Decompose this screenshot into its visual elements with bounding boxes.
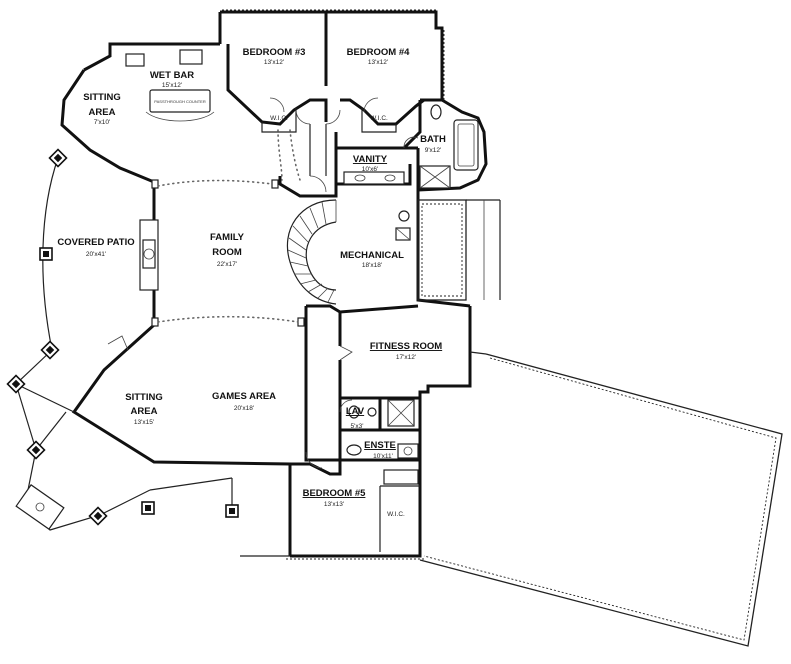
curved-stair	[286, 199, 337, 305]
wet-bar-dim: 15'x12'	[162, 82, 182, 89]
mechanical-dim: 18'x18'	[362, 262, 382, 269]
wet-bar-label: WET BAR	[150, 70, 194, 81]
sitting-area-top-label-2: AREA	[89, 107, 116, 118]
wic-3-label: W.I.C.	[270, 115, 288, 122]
sitting-area-bottom-label-2: AREA	[131, 406, 158, 417]
covered-patio-label: COVERED PATIO	[57, 237, 134, 248]
games-area-dim: 20'x18'	[234, 405, 254, 412]
sitting-area-top-label-1: SITTING	[83, 92, 120, 103]
bedroom-5-dim: 13'x13'	[324, 501, 344, 508]
room-labels: BEDROOM #3 13'x12' BEDROOM #4 13'x12' WE…	[57, 47, 446, 518]
games-area-label: GAMES AREA	[212, 391, 276, 402]
patio-posts	[6, 148, 239, 530]
bedroom-3-label: BEDROOM #3	[243, 47, 306, 58]
beam-lines	[157, 129, 301, 323]
enste-dim: 10'x11'	[373, 453, 393, 460]
bedroom-3-dim: 13'x12'	[264, 59, 284, 66]
bar-counter-label: PASSTHROUGH COUNTER	[154, 99, 206, 104]
sitting-area-bottom-label-1: SITTING	[125, 392, 162, 403]
fitness-room-label: FITNESS ROOM	[370, 341, 442, 352]
fixtures: PASSTHROUGH COUNTER	[125, 49, 479, 485]
vanity-dim: 10'x6'	[362, 166, 379, 173]
interior-walls	[151, 12, 425, 552]
lav-dim: 5'x3'	[351, 423, 364, 430]
family-room-label-1: FAMILY	[210, 232, 245, 243]
bedroom-5-label: BEDROOM #5	[303, 488, 367, 499]
family-room-dim: 22'x17'	[217, 261, 237, 268]
sitting-area-top-dim: 7'x10'	[94, 119, 111, 126]
enste-label: ENSTE	[364, 440, 396, 451]
wic-4-label: W.I.C.	[370, 115, 388, 122]
vanity-label: VANITY	[353, 154, 388, 165]
wic-5-label: W.I.C.	[387, 511, 405, 518]
mechanical-label: MECHANICAL	[340, 250, 404, 261]
bath-dim: 9'x12'	[425, 147, 442, 154]
bedroom-4-label: BEDROOM #4	[347, 47, 411, 58]
lav-label: LAV	[346, 406, 365, 417]
bath-label: BATH	[420, 134, 446, 145]
sitting-area-bottom-dim: 13'x15'	[134, 419, 154, 426]
covered-patio-dim: 20'x41'	[86, 251, 106, 258]
bedroom-4-dim: 13'x12'	[368, 59, 388, 66]
exterior-slab	[222, 9, 783, 647]
family-room-label-2: ROOM	[212, 247, 242, 258]
fitness-room-dim: 17'x12'	[396, 354, 416, 361]
doors	[107, 97, 419, 469]
